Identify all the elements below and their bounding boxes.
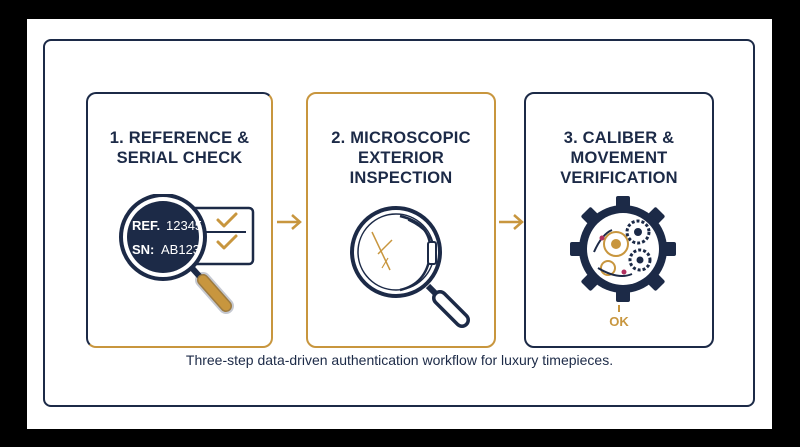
title-line: MOVEMENT bbox=[570, 149, 668, 167]
status-ok-label: OK bbox=[609, 314, 629, 329]
step-title: 3. CALIBER & MOVEMENT VERIFICATION bbox=[526, 128, 712, 188]
canvas: 1. REFERENCE & SERIAL CHECK REF. 12345 S… bbox=[27, 19, 772, 429]
step-card-microscopic: 2. MICROSCOPIC EXTERIOR INSPECTION bbox=[306, 92, 496, 348]
step-title: 2. MICROSCOPIC EXTERIOR INSPECTION bbox=[308, 128, 494, 188]
title-line: EXTERIOR bbox=[358, 149, 444, 167]
sn-value: AB123 bbox=[161, 242, 200, 257]
title-line: VERIFICATION bbox=[560, 169, 678, 187]
serial-check-magnifier-icon: REF. 12345 SN: AB123 bbox=[119, 194, 255, 314]
title-line: INSPECTION bbox=[349, 169, 453, 187]
microscope-magnifier-icon bbox=[350, 206, 470, 328]
title-line: SERIAL CHECK bbox=[116, 149, 243, 167]
title-line: 1. REFERENCE & bbox=[109, 129, 250, 147]
status-indicator: OK bbox=[526, 305, 712, 331]
outer-frame bbox=[43, 39, 755, 407]
arrow-right-icon bbox=[277, 214, 302, 230]
ref-label: REF. bbox=[132, 218, 160, 233]
ref-value: 12345 bbox=[166, 218, 202, 233]
title-line: 3. CALIBER & bbox=[563, 129, 675, 147]
title-line: 2. MICROSCOPIC bbox=[331, 129, 471, 147]
caption: Three-step data-driven authentication wo… bbox=[185, 352, 614, 368]
step-title: 1. REFERENCE & SERIAL CHECK bbox=[88, 128, 271, 168]
gear-movement-icon bbox=[570, 196, 676, 302]
arrow-right-icon bbox=[499, 214, 524, 230]
status-tick bbox=[618, 305, 620, 312]
sn-label: SN: bbox=[132, 242, 154, 257]
step-card-reference: 1. REFERENCE & SERIAL CHECK REF. 12345 S… bbox=[86, 92, 273, 348]
step-card-caliber: 3. CALIBER & MOVEMENT VERIFICATION bbox=[524, 92, 714, 348]
